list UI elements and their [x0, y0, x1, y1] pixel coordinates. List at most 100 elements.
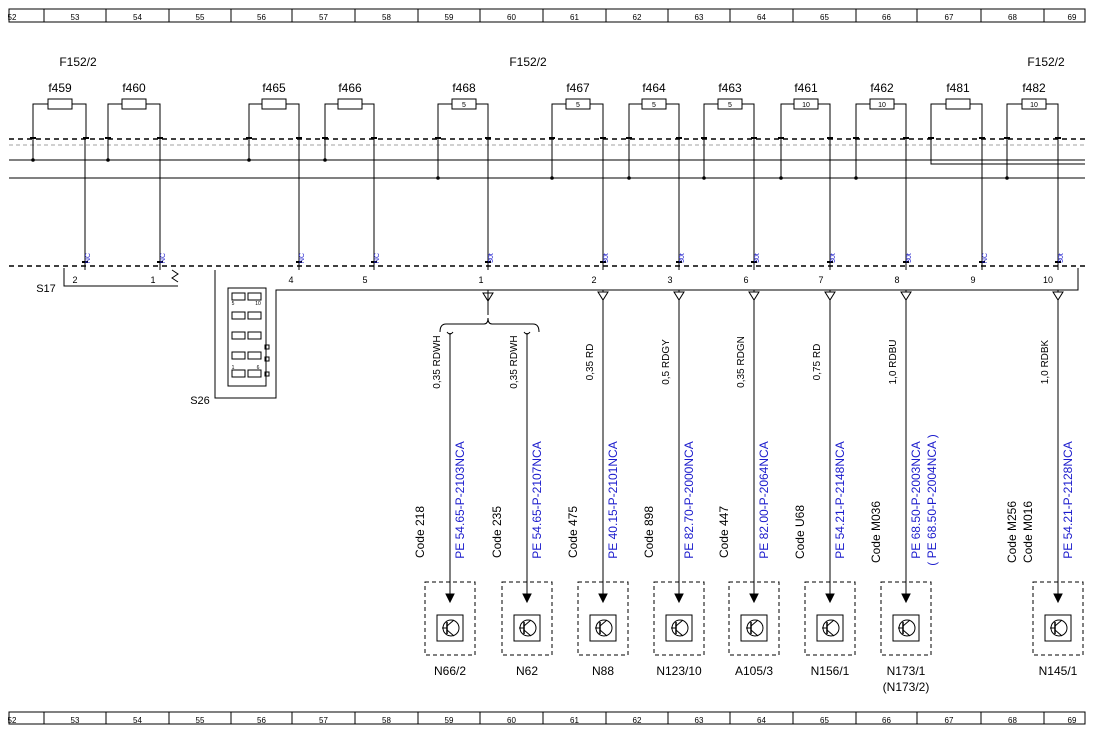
ruler-top [8, 8, 1086, 23]
transistor-icon [599, 629, 608, 637]
pin-number: 3 [667, 275, 672, 285]
component-label: N88 [592, 664, 614, 678]
s26-slot [247, 311, 262, 320]
fuse-box-label-left: F152/2 [59, 55, 97, 69]
wire-arrow [824, 291, 836, 301]
transistor-icon [675, 619, 684, 627]
pin-number: 10 [1043, 275, 1053, 285]
connector-label-s17: S17 [36, 283, 56, 295]
wire-arrow [900, 291, 912, 301]
transistor-icon [523, 629, 532, 637]
ruler-bottom-cell: 55 [196, 716, 205, 725]
component-boundary [501, 581, 553, 656]
arrow-head [445, 593, 455, 604]
ruler-top-cell: 62 [633, 13, 642, 22]
wire-spec: 1,0 RDBU [888, 339, 899, 384]
pin-tag: NC [982, 253, 989, 263]
fuse-lead [248, 103, 262, 138]
wire-spec: 1,0 RDBK [1040, 339, 1051, 384]
ruler-bottom-cell: 69 [1068, 716, 1077, 725]
transistor-icon [1054, 629, 1063, 637]
arrow-head [522, 593, 532, 604]
ruler-bottom-cell: 56 [257, 716, 266, 725]
fuse-symbol [47, 98, 73, 110]
fuse-box-label-right: F152/2 [1027, 55, 1065, 69]
ruler-bottom-cell: 57 [319, 716, 328, 725]
junction-dot [779, 176, 783, 180]
ruler-bottom-cell: 59 [445, 716, 454, 725]
component-label: N66/2 [434, 664, 466, 678]
fuse-lead [72, 103, 87, 138]
ruler-top-cell: 57 [319, 13, 328, 22]
fuse-lead [780, 103, 794, 138]
s26-tab [264, 371, 270, 377]
component-label: N123/10 [656, 664, 702, 678]
fuse-lead [818, 103, 831, 138]
fuse-lead [1046, 103, 1059, 138]
pin-number: 6 [743, 275, 748, 285]
ruler-bottom-cell: 65 [820, 716, 829, 725]
fuse-symbol [1021, 98, 1047, 110]
pe-reference: PE 54.65-P-2103NCA [453, 441, 467, 558]
component-label: A105/3 [735, 664, 773, 678]
junction-dot [627, 176, 631, 180]
pin-tag: NC [85, 253, 92, 263]
ruler-bottom-cell: 54 [133, 716, 142, 725]
component-label: (N173/2) [883, 680, 930, 694]
ruler-bottom-cell: 61 [570, 716, 579, 725]
fuse-label: f481 [946, 81, 970, 95]
pe-reference: ( PE 68.50-P-2004NCA ) [925, 434, 939, 565]
fuse-lead [32, 103, 48, 138]
fuse-symbol [337, 98, 363, 110]
s26-pin: 6 [257, 365, 260, 371]
fuse-lead [1006, 103, 1022, 138]
s26-slot [247, 292, 262, 301]
ruler-bottom-cell: 64 [757, 716, 766, 725]
pin-tag: 30t [830, 253, 837, 263]
pe-reference: PE 54.21-P-2148NCA [833, 441, 847, 558]
fuse-symbol [451, 98, 477, 110]
transistor-icon [750, 629, 759, 637]
option-code: Code M256 [1005, 501, 1019, 563]
fuse-symbol [717, 98, 743, 110]
transistor-icon [1054, 619, 1063, 627]
fuse-lead [742, 103, 755, 138]
pin-tag: 30t [906, 253, 913, 263]
fuse-lead [286, 103, 300, 138]
pin-number: 5 [362, 275, 367, 285]
wire-spec: 0,35 RDGN [736, 336, 747, 388]
component-label: N145/1 [1039, 664, 1078, 678]
wire-spec: 0,35 RDWH [432, 335, 443, 388]
arrow-head [901, 593, 911, 604]
wire-arrow [1052, 291, 1064, 301]
s17-break [171, 269, 179, 283]
junction-dot [247, 158, 251, 162]
fuse-rating: 10 [878, 102, 886, 109]
fuse-label: f460 [122, 81, 146, 95]
wire-arrow [673, 291, 685, 301]
fuse-label: f463 [718, 81, 742, 95]
junction-dot [31, 158, 35, 162]
ruler-top-cell: 59 [445, 13, 454, 22]
transistor-icon [675, 629, 684, 637]
ruler-top-cell: 52 [8, 13, 17, 22]
transistor-icon [826, 629, 835, 637]
pin-tag: NC [374, 253, 381, 263]
fuse-symbol [565, 98, 591, 110]
wire-arrow [748, 291, 760, 301]
fuse-lead [666, 103, 680, 138]
fuse-lead [628, 103, 642, 138]
junction-dot [854, 176, 858, 180]
transistor-icon [599, 619, 608, 627]
pe-reference: PE 40.15-P-2101NCA [606, 441, 620, 558]
pin-tag: 30t [603, 253, 610, 263]
fuse-label: f465 [262, 81, 286, 95]
ruler-top-cell: 66 [882, 13, 891, 22]
s26-pin: 5 [232, 301, 235, 307]
fuse-lead [855, 103, 870, 138]
fuse-rating: 5 [728, 102, 732, 109]
arrow-head [674, 593, 684, 604]
pin-number: 9 [970, 275, 975, 285]
s26-slot [231, 351, 246, 360]
